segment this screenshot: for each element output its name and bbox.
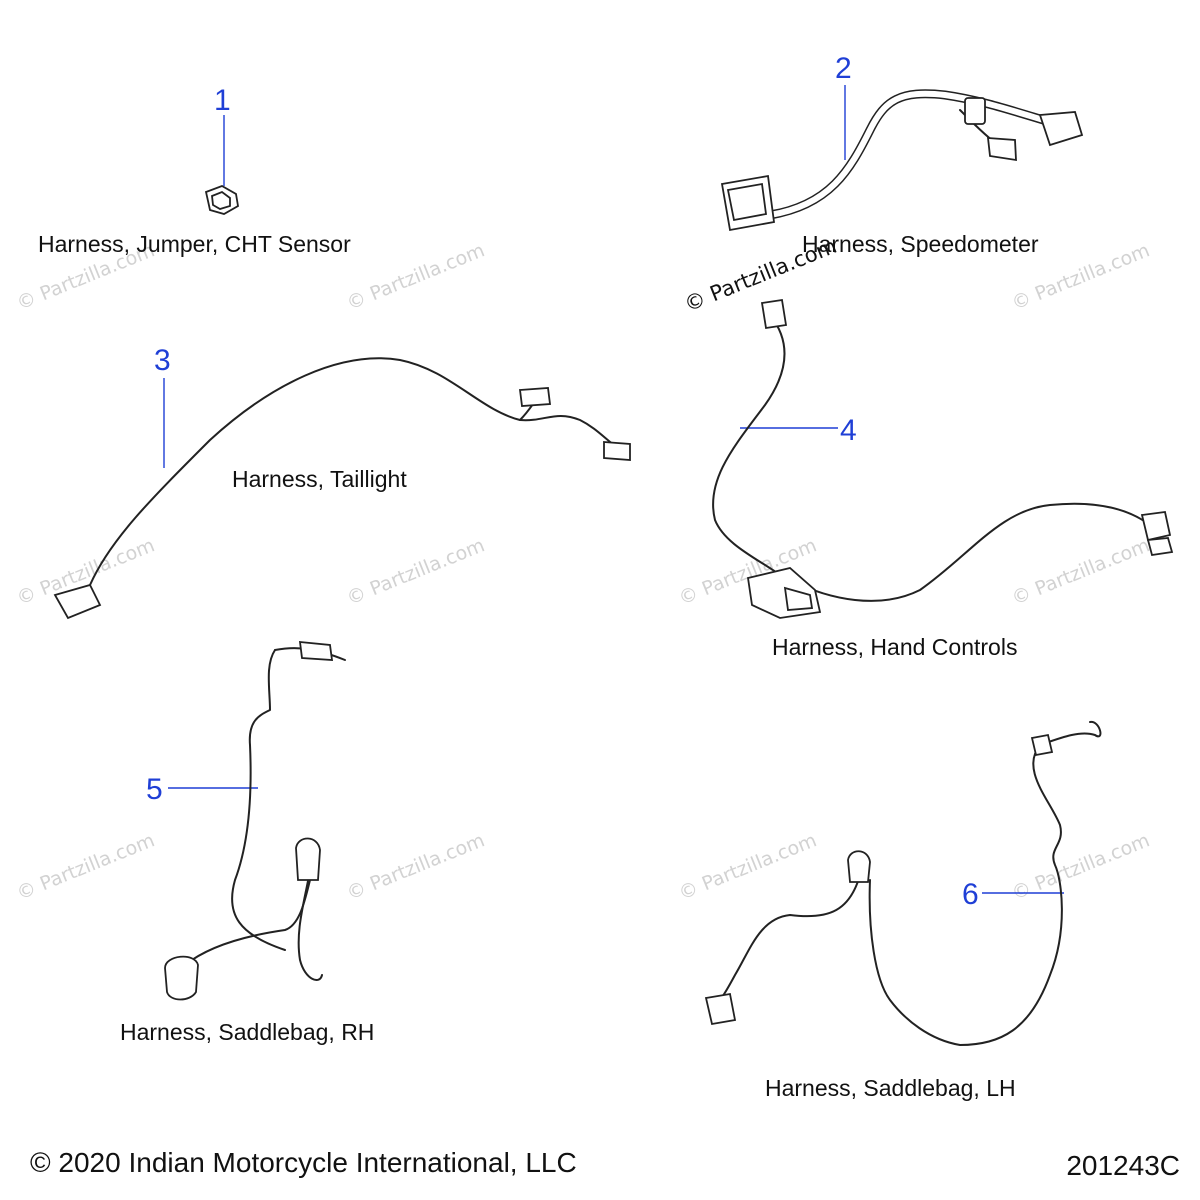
- taillight-plug-icon: [603, 441, 631, 461]
- saddlebag-rh-socket-icon: [164, 955, 199, 1001]
- part-5-saddlebag-rh-harness: 5 Harness, Saddlebag, RH: [120, 640, 374, 1045]
- callout-number-2: 2: [835, 52, 852, 85]
- part-label-1: Harness, Jumper, CHT Sensor: [38, 231, 351, 257]
- callout-number-1: 1: [214, 84, 231, 117]
- watermark-text: © Partzilla.com: [14, 829, 158, 904]
- watermark-text: © Partzilla.com: [344, 829, 488, 904]
- watermark-text: © Partzilla.com: [344, 239, 488, 314]
- part-label-5: Harness, Saddlebag, RH: [120, 1019, 374, 1045]
- copyright-notice: © 2020 Indian Motorcycle International, …: [30, 1147, 577, 1178]
- part-label-2: Harness, Speedometer: [802, 231, 1039, 257]
- hand-controls-plug-icon: [1140, 511, 1172, 542]
- hand-controls-plug-icon: [760, 298, 788, 330]
- part-label-4: Harness, Hand Controls: [772, 634, 1017, 660]
- callout-number-3: 3: [154, 344, 171, 377]
- speedometer-plug-icon: [1038, 111, 1084, 147]
- part-6-saddlebag-lh-harness: 6 Harness, Saddlebag, LH: [704, 720, 1102, 1101]
- part-1-cht-sensor-jumper: 1 Harness, Jumper, CHT Sensor: [38, 84, 351, 257]
- part-label-3: Harness, Taillight: [232, 466, 407, 492]
- taillight-plug-icon: [518, 387, 552, 407]
- watermark-text: © Partzilla.com: [344, 534, 488, 609]
- callout-number-4: 4: [840, 414, 857, 447]
- callout-number-6: 6: [962, 878, 979, 911]
- part-label-6: Harness, Saddlebag, LH: [765, 1075, 1016, 1101]
- saddlebag-lh-grommet-icon: [847, 850, 871, 883]
- speedometer-plug-icon: [964, 97, 986, 125]
- part-3-taillight-harness: 3 Harness, Taillight: [53, 344, 631, 620]
- watermark-text: © Partzilla.com: [676, 829, 820, 904]
- saddlebag-rh-grommet-icon: [295, 837, 321, 881]
- saddlebag-lh-socket-icon: [704, 992, 737, 1026]
- speedometer-plug-icon: [986, 137, 1017, 162]
- saddlebag-lh-plug-icon: [1030, 733, 1054, 757]
- diagram-code: 201243C: [1066, 1150, 1180, 1181]
- part-2-speedometer-harness: 2 Harness, Speedometer: [720, 52, 1084, 257]
- part-4-hand-controls-harness: 4 Harness, Hand Controls: [712, 298, 1174, 660]
- taillight-socket-icon: [53, 583, 102, 620]
- watermarks: © Partzilla.com © Partzilla.com © Partzi…: [14, 234, 1153, 905]
- callout-number-5: 5: [146, 773, 163, 806]
- watermark-text: © Partzilla.com: [1009, 534, 1153, 609]
- hand-controls-switch-housing-icon: [746, 567, 822, 619]
- saddlebag-rh-plug-icon: [298, 640, 334, 661]
- hand-controls-plug-icon: [1146, 537, 1174, 557]
